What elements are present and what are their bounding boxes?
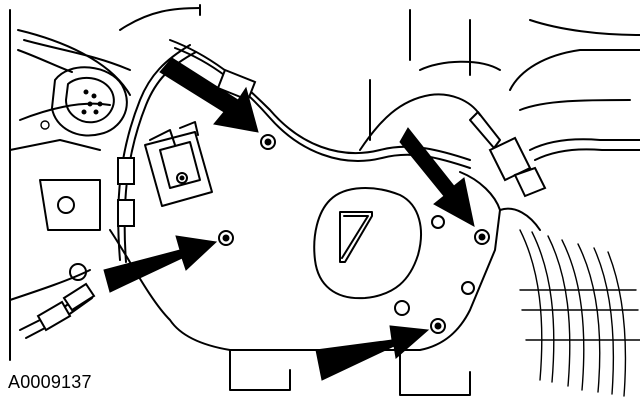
panel-hole bbox=[57, 196, 75, 214]
bolt-icon bbox=[260, 134, 276, 150]
callout-arrow-icon bbox=[399, 127, 475, 227]
callout-arrows bbox=[103, 57, 475, 381]
right-connector-assembly bbox=[469, 19, 640, 198]
mounting-bracket bbox=[144, 121, 213, 207]
harness-clip bbox=[117, 199, 135, 227]
bolt-icon bbox=[430, 318, 446, 334]
callout-arrow-icon bbox=[103, 235, 218, 293]
panel-hole bbox=[40, 120, 50, 130]
access-cover bbox=[313, 187, 422, 300]
module-housing bbox=[109, 9, 501, 396]
bolt-icon bbox=[474, 229, 490, 245]
left-body-panel bbox=[9, 9, 131, 361]
fasteners bbox=[218, 134, 490, 334]
harness-clip bbox=[117, 157, 135, 185]
panel-hole bbox=[69, 263, 87, 281]
bolt-icon bbox=[218, 230, 234, 246]
multi-pin-connector bbox=[17, 39, 131, 137]
callout-arrow-icon bbox=[159, 57, 259, 133]
wire-connector bbox=[19, 282, 96, 339]
callout-arrow-icon bbox=[315, 325, 430, 381]
wire-bundle bbox=[499, 207, 640, 397]
plate-holes bbox=[394, 215, 475, 316]
figure-id-label: A0009137 bbox=[8, 372, 92, 392]
